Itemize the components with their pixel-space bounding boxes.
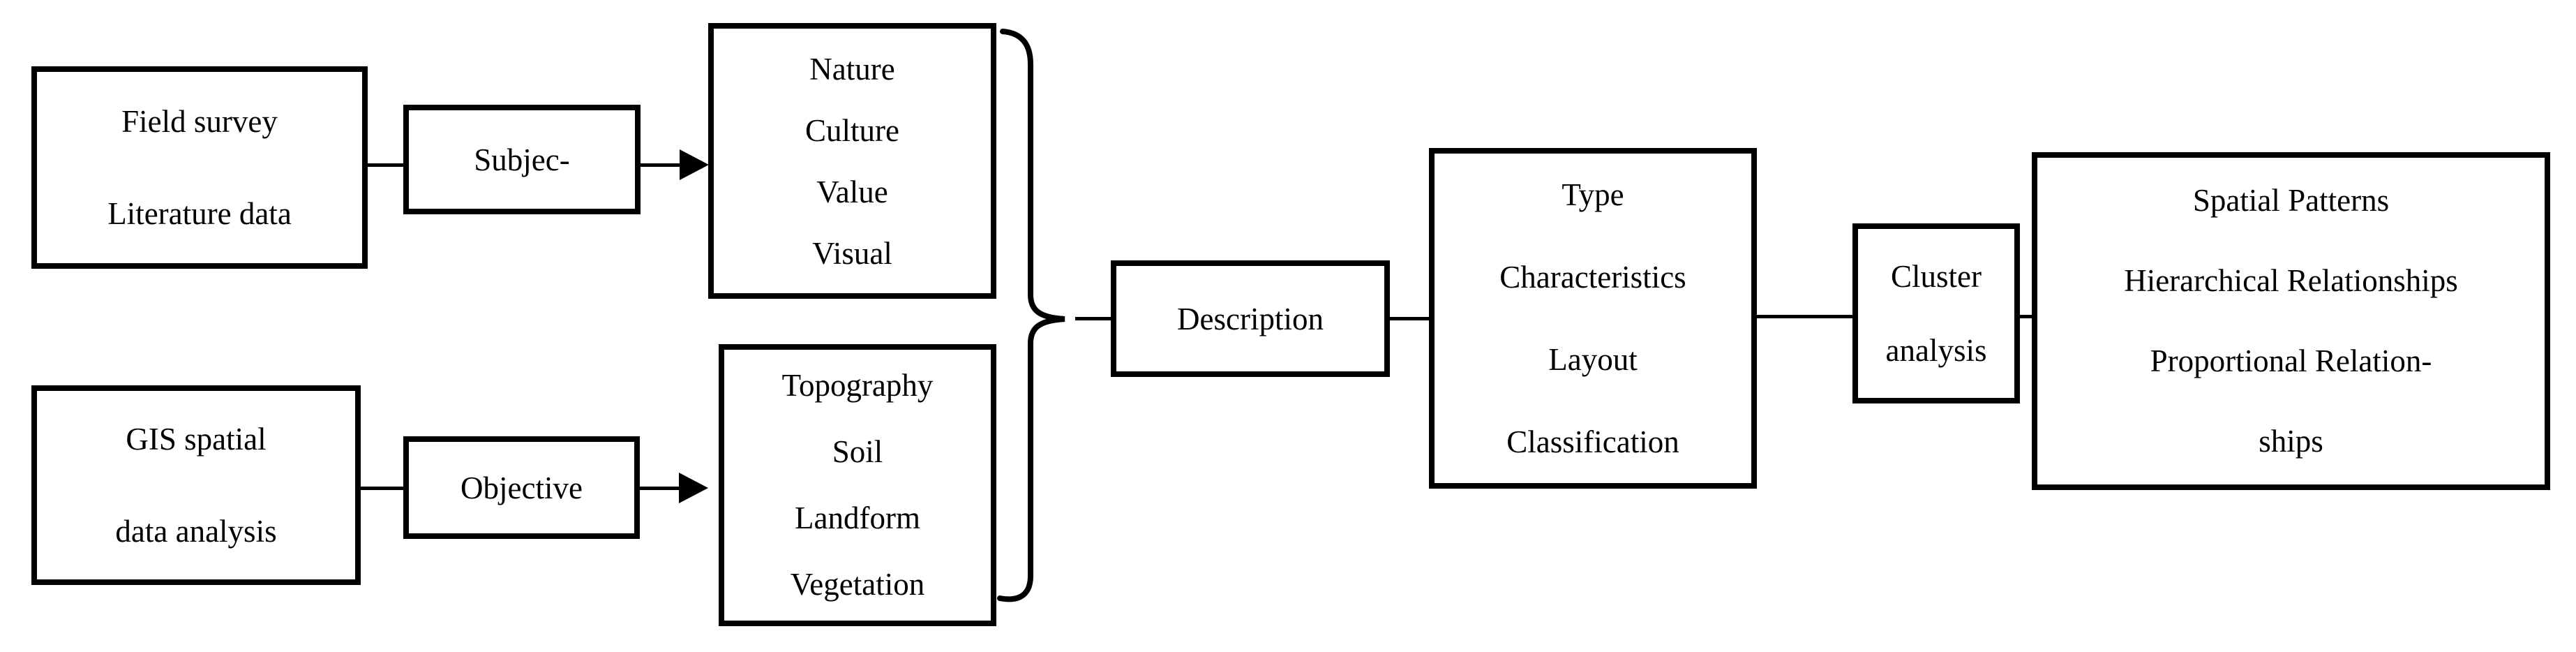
box-cluster-analysis: Cluster analysis xyxy=(1852,223,2020,403)
curly-brace xyxy=(997,29,1065,602)
arrowhead-icon xyxy=(680,149,709,180)
connector-description-to-type xyxy=(1390,317,1429,320)
box-text-line: Spatial Patterns xyxy=(2192,183,2390,218)
box-text-line: ships xyxy=(2259,424,2323,459)
box-text-line: Literature data xyxy=(107,196,292,231)
box-text-line: Visual xyxy=(812,235,892,271)
box-text-line: Vegetation xyxy=(790,567,925,602)
box-subjective: Subjec- xyxy=(403,105,641,214)
arrow-subjective-to-factors xyxy=(641,163,681,167)
box-text-line: Value xyxy=(816,174,888,209)
arrow-objective-to-factors xyxy=(640,487,680,490)
box-text-line: Hierarchical Relationships xyxy=(2124,263,2458,298)
box-objective: Objective xyxy=(403,436,640,539)
box-text-line: Topography xyxy=(781,368,934,403)
box-gis-spatial: GIS spatial data analysis xyxy=(31,385,361,585)
connector-gis-to-objective xyxy=(361,487,403,490)
connector-fieldsurvey-to-subjective xyxy=(368,163,403,167)
box-type-characteristics: Type Characteristics Layout Classificati… xyxy=(1429,148,1757,489)
box-text-line: Landform xyxy=(795,501,920,535)
box-text-line: Description xyxy=(1177,301,1324,336)
box-text-line: Culture xyxy=(805,112,899,148)
box-text-line: Subjec- xyxy=(474,142,570,177)
box-text-line: GIS spatial xyxy=(126,422,267,457)
connector-cluster-to-results xyxy=(2020,315,2032,318)
box-text-line: Classification xyxy=(1506,424,1679,459)
box-text-line: data analysis xyxy=(115,514,277,549)
box-text-line: Nature xyxy=(809,51,895,87)
box-text-line: Cluster xyxy=(1891,259,1982,294)
box-text-line: Type xyxy=(1562,177,1624,212)
arrowhead-icon xyxy=(679,473,708,503)
box-text-line: Soil xyxy=(832,434,883,469)
box-text-line: Objective xyxy=(460,470,583,505)
box-text-line: Field survey xyxy=(121,104,278,139)
box-objective-factors: Topography Soil Landform Vegetation xyxy=(719,344,996,626)
connector-type-to-cluster xyxy=(1757,315,1852,318)
box-text-line: Proportional Relation- xyxy=(2150,343,2432,378)
box-description: Description xyxy=(1111,260,1390,377)
box-spatial-patterns: Spatial Patterns Hierarchical Relationsh… xyxy=(2032,152,2550,490)
box-text-line: analysis xyxy=(1885,333,1987,368)
box-text-line: Characteristics xyxy=(1499,260,1686,295)
box-text-line: Layout xyxy=(1548,342,1638,377)
connector-brace-to-description xyxy=(1075,317,1111,320)
box-field-survey: Field survey Literature data xyxy=(31,66,368,269)
box-subjective-factors: Nature Culture Value Visual xyxy=(708,23,996,299)
